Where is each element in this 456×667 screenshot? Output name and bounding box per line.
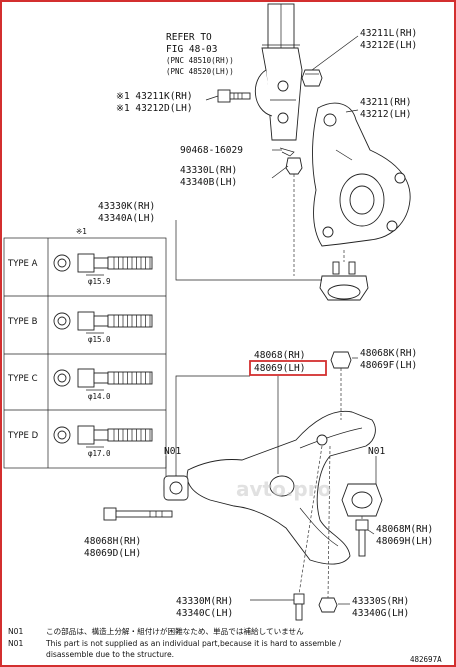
label-48069F[interactable]: 48069F(LH) xyxy=(360,360,417,371)
label-43212[interactable]: 43212(LH) xyxy=(360,109,411,120)
label-43330L[interactable]: 43330L(RH) xyxy=(180,165,237,176)
bolt-side-icon xyxy=(77,311,153,331)
note-text-1: この部品は、構造上分解・組付けが困難なため、単品では補給していません xyxy=(46,626,304,636)
label-43340C[interactable]: 43340C(LH) xyxy=(176,608,233,619)
type-label: TYPE C xyxy=(7,374,38,384)
bolt-head-face-icon xyxy=(53,312,71,330)
label-43330K[interactable]: 43330K(RH) xyxy=(98,201,155,212)
front-bushing-drawing xyxy=(163,475,189,501)
bolt-head-face-icon xyxy=(53,254,71,272)
label-43340A[interactable]: 43340A(LH) xyxy=(98,213,155,224)
label-43211K[interactable]: ※1 43211K(RH) xyxy=(116,91,193,102)
label-48069D[interactable]: 48069D(LH) xyxy=(84,548,141,559)
label-43212E[interactable]: 43212E(LH) xyxy=(360,40,417,51)
type-label: TYPE A xyxy=(7,259,38,269)
label-n01-left: N01 xyxy=(164,446,181,457)
refer-line-1: REFER TO xyxy=(166,32,212,43)
figure-code: 482697A xyxy=(410,655,442,664)
strut-drawing xyxy=(254,3,303,141)
label-48068M[interactable]: 48068M(RH) xyxy=(376,524,433,535)
label-43212D[interactable]: ※1 43212D(LH) xyxy=(116,103,193,114)
highlight-box xyxy=(249,360,327,376)
type-label: TYPE B xyxy=(7,317,38,327)
bolt-head-face-icon xyxy=(53,369,71,387)
refer-line-3: (PNC 48510(RH)) xyxy=(166,56,234,65)
bolt-drawing-43211K xyxy=(217,89,251,103)
label-48069H[interactable]: 48069H(LH) xyxy=(376,536,433,547)
type-row-3: TYPE C φ14.0 xyxy=(7,368,153,401)
rear-bushing-drawing xyxy=(341,483,383,517)
note-text-3: disassemble due to the structure. xyxy=(46,650,174,659)
bolt-head-face-icon xyxy=(53,426,71,444)
knuckle-drawing xyxy=(312,102,411,247)
nut-drawing-48068K xyxy=(330,351,352,369)
label-48069[interactable]: 48069(LH) xyxy=(254,363,305,374)
label-48068H[interactable]: 48068H(RH) xyxy=(84,536,141,547)
type-label: TYPE D xyxy=(7,431,39,441)
note-code-2: N01 xyxy=(8,639,24,648)
type-row-4: TYPE D φ17.0 xyxy=(7,425,153,458)
label-90468[interactable]: 90468-16029 xyxy=(180,145,243,156)
ball-joint-drawing xyxy=(319,261,369,301)
diameter-label: φ14.0 xyxy=(88,392,111,401)
label-48068[interactable]: 48068(RH) xyxy=(254,350,305,361)
type-row-1: TYPE A φ15.9 xyxy=(7,253,153,286)
label-n01-right: N01 xyxy=(368,446,385,457)
castle-nut-drawing xyxy=(279,147,303,175)
watermark: avto.pro xyxy=(236,477,331,501)
nut-drawing-43211L xyxy=(301,69,323,87)
diameter-label: φ17.0 xyxy=(88,449,111,458)
bolt-side-icon xyxy=(77,253,153,273)
label-43330M[interactable]: 43330M(RH) xyxy=(176,596,233,607)
table-mark: ※1 xyxy=(76,227,87,236)
label-43340G[interactable]: 43340G(LH) xyxy=(352,608,409,619)
label-43340B[interactable]: 43340B(LH) xyxy=(180,177,237,188)
note-text-2: This part is not supplied as an individu… xyxy=(45,639,341,648)
type-row-2: TYPE B φ15.0 xyxy=(7,311,153,344)
label-43330S[interactable]: 43330S(RH) xyxy=(352,596,409,607)
label-43211L[interactable]: 43211L(RH) xyxy=(360,28,417,39)
refer-line-2: FIG 48-03 xyxy=(166,44,217,55)
refer-line-4: (PNC 48520(LH)) xyxy=(166,67,234,76)
bolt-drawing-48068H xyxy=(103,507,173,521)
diameter-label: φ15.9 xyxy=(88,277,111,286)
nut-drawing-43330S xyxy=(318,597,338,613)
diameter-label: φ15.0 xyxy=(88,335,111,344)
bolt-drawing-43330M xyxy=(293,593,305,621)
label-43211[interactable]: 43211(RH) xyxy=(360,97,411,108)
assembly-dashed-lines xyxy=(293,174,363,599)
bolt-side-icon xyxy=(77,425,153,445)
bolt-type-table xyxy=(3,237,167,469)
bolt-side-icon xyxy=(77,368,153,388)
leader-lines xyxy=(165,35,377,605)
label-48068K[interactable]: 48068K(RH) xyxy=(360,348,417,359)
bolt-drawing-48068M xyxy=(355,519,369,557)
note-code-1: N01 xyxy=(8,627,24,636)
lower-arm-drawing xyxy=(186,410,376,565)
